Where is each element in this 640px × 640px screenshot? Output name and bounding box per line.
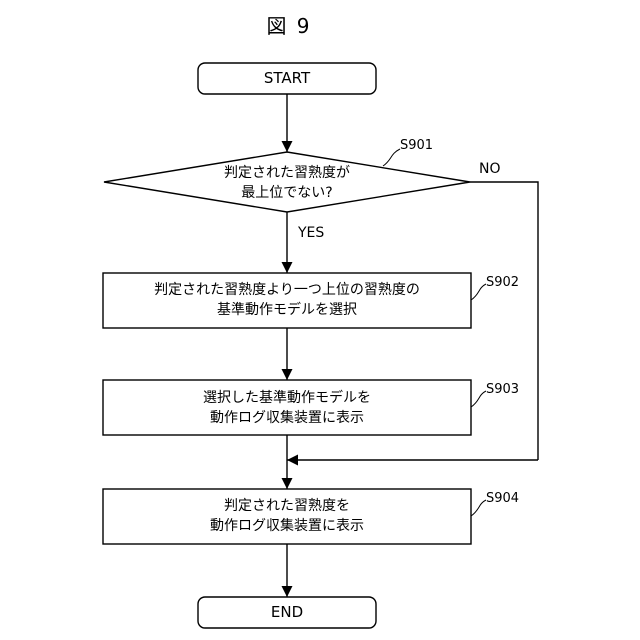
process-s903-line1: 選択した基準動作モデルを [203,388,371,408]
process-s902-line1: 判定された習熟度より一つ上位の習熟度の [154,280,420,300]
process-s903-line2: 動作ログ収集装置に表示 [210,408,364,428]
s903-leader [471,391,486,407]
process-s902-line2: 基準動作モデルを選択 [217,300,357,320]
s904-leader [471,500,486,516]
yes-label: YES [298,225,324,241]
no-label: NO [479,161,501,177]
process-s903-step-id: S903 [486,382,519,397]
figure-title: 図 9 [266,10,311,39]
s901-leader [383,149,400,166]
process-s904-step-id: S904 [486,491,519,506]
process-s904-line1: 判定された習熟度を [224,496,350,516]
decision-text-line2: 最上位でない? [241,183,332,203]
start-label: START [264,69,310,87]
no-branch-line [470,182,538,460]
decision-text-line1: 判定された習熟度が [224,163,350,183]
end-label: END [271,603,303,621]
s902-leader [471,284,486,300]
process-s902-step-id: S902 [486,275,519,290]
decision-step-id: S901 [400,138,433,153]
process-s904-line2: 動作ログ収集装置に表示 [210,516,364,536]
